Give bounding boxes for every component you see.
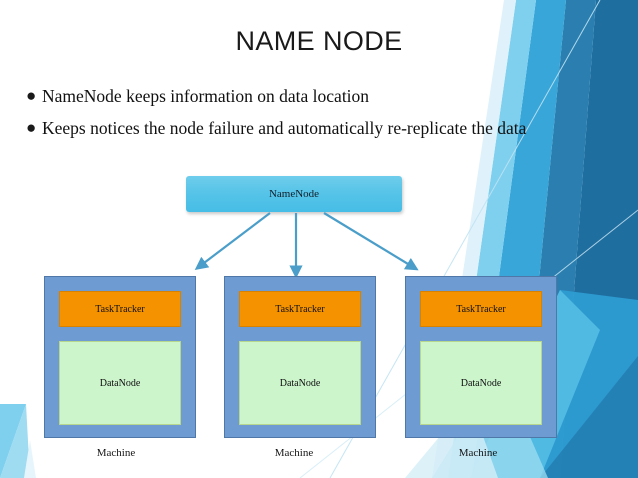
connector-arrow-left — [194, 212, 271, 270]
namenode-node: NameNode — [186, 176, 402, 212]
datanode-label: DataNode — [99, 377, 141, 389]
slide-title: NAME NODE — [235, 26, 403, 56]
machine-node: TaskTracker DataNode — [44, 276, 196, 438]
datanode-label: DataNode — [279, 377, 321, 389]
connector-arrow-right — [323, 212, 419, 271]
machine-caption: Machine — [274, 447, 314, 459]
bullet-marker-icon: ● — [26, 86, 37, 105]
datanode-node: DataNode — [420, 341, 542, 425]
tasktracker-label: TaskTracker — [275, 303, 325, 315]
bullet-item: ● Keeps notices the node failure and aut… — [26, 116, 626, 140]
bullet-item: ● NameNode keeps information on data loc… — [26, 84, 626, 108]
datanode-node: DataNode — [239, 341, 361, 425]
tasktracker-node: TaskTracker — [239, 291, 361, 327]
machine-caption: Machine — [458, 447, 498, 459]
machine-node: TaskTracker DataNode — [405, 276, 557, 438]
machine-node: TaskTracker DataNode — [224, 276, 376, 438]
bullet-marker-icon: ● — [26, 118, 37, 137]
tasktracker-node: TaskTracker — [420, 291, 542, 327]
datanode-label: DataNode — [460, 377, 502, 389]
tasktracker-label: TaskTracker — [95, 303, 145, 315]
bullet-text: Keeps notices the node failure and autom… — [42, 118, 527, 138]
machine-caption: Machine — [96, 447, 136, 459]
datanode-node: DataNode — [59, 341, 181, 425]
bullet-list: ● NameNode keeps information on data loc… — [26, 84, 626, 148]
namenode-label: NameNode — [268, 188, 320, 200]
bullet-text: NameNode keeps information on data locat… — [42, 86, 370, 106]
tasktracker-node: TaskTracker — [59, 291, 181, 327]
tasktracker-label: TaskTracker — [456, 303, 506, 315]
